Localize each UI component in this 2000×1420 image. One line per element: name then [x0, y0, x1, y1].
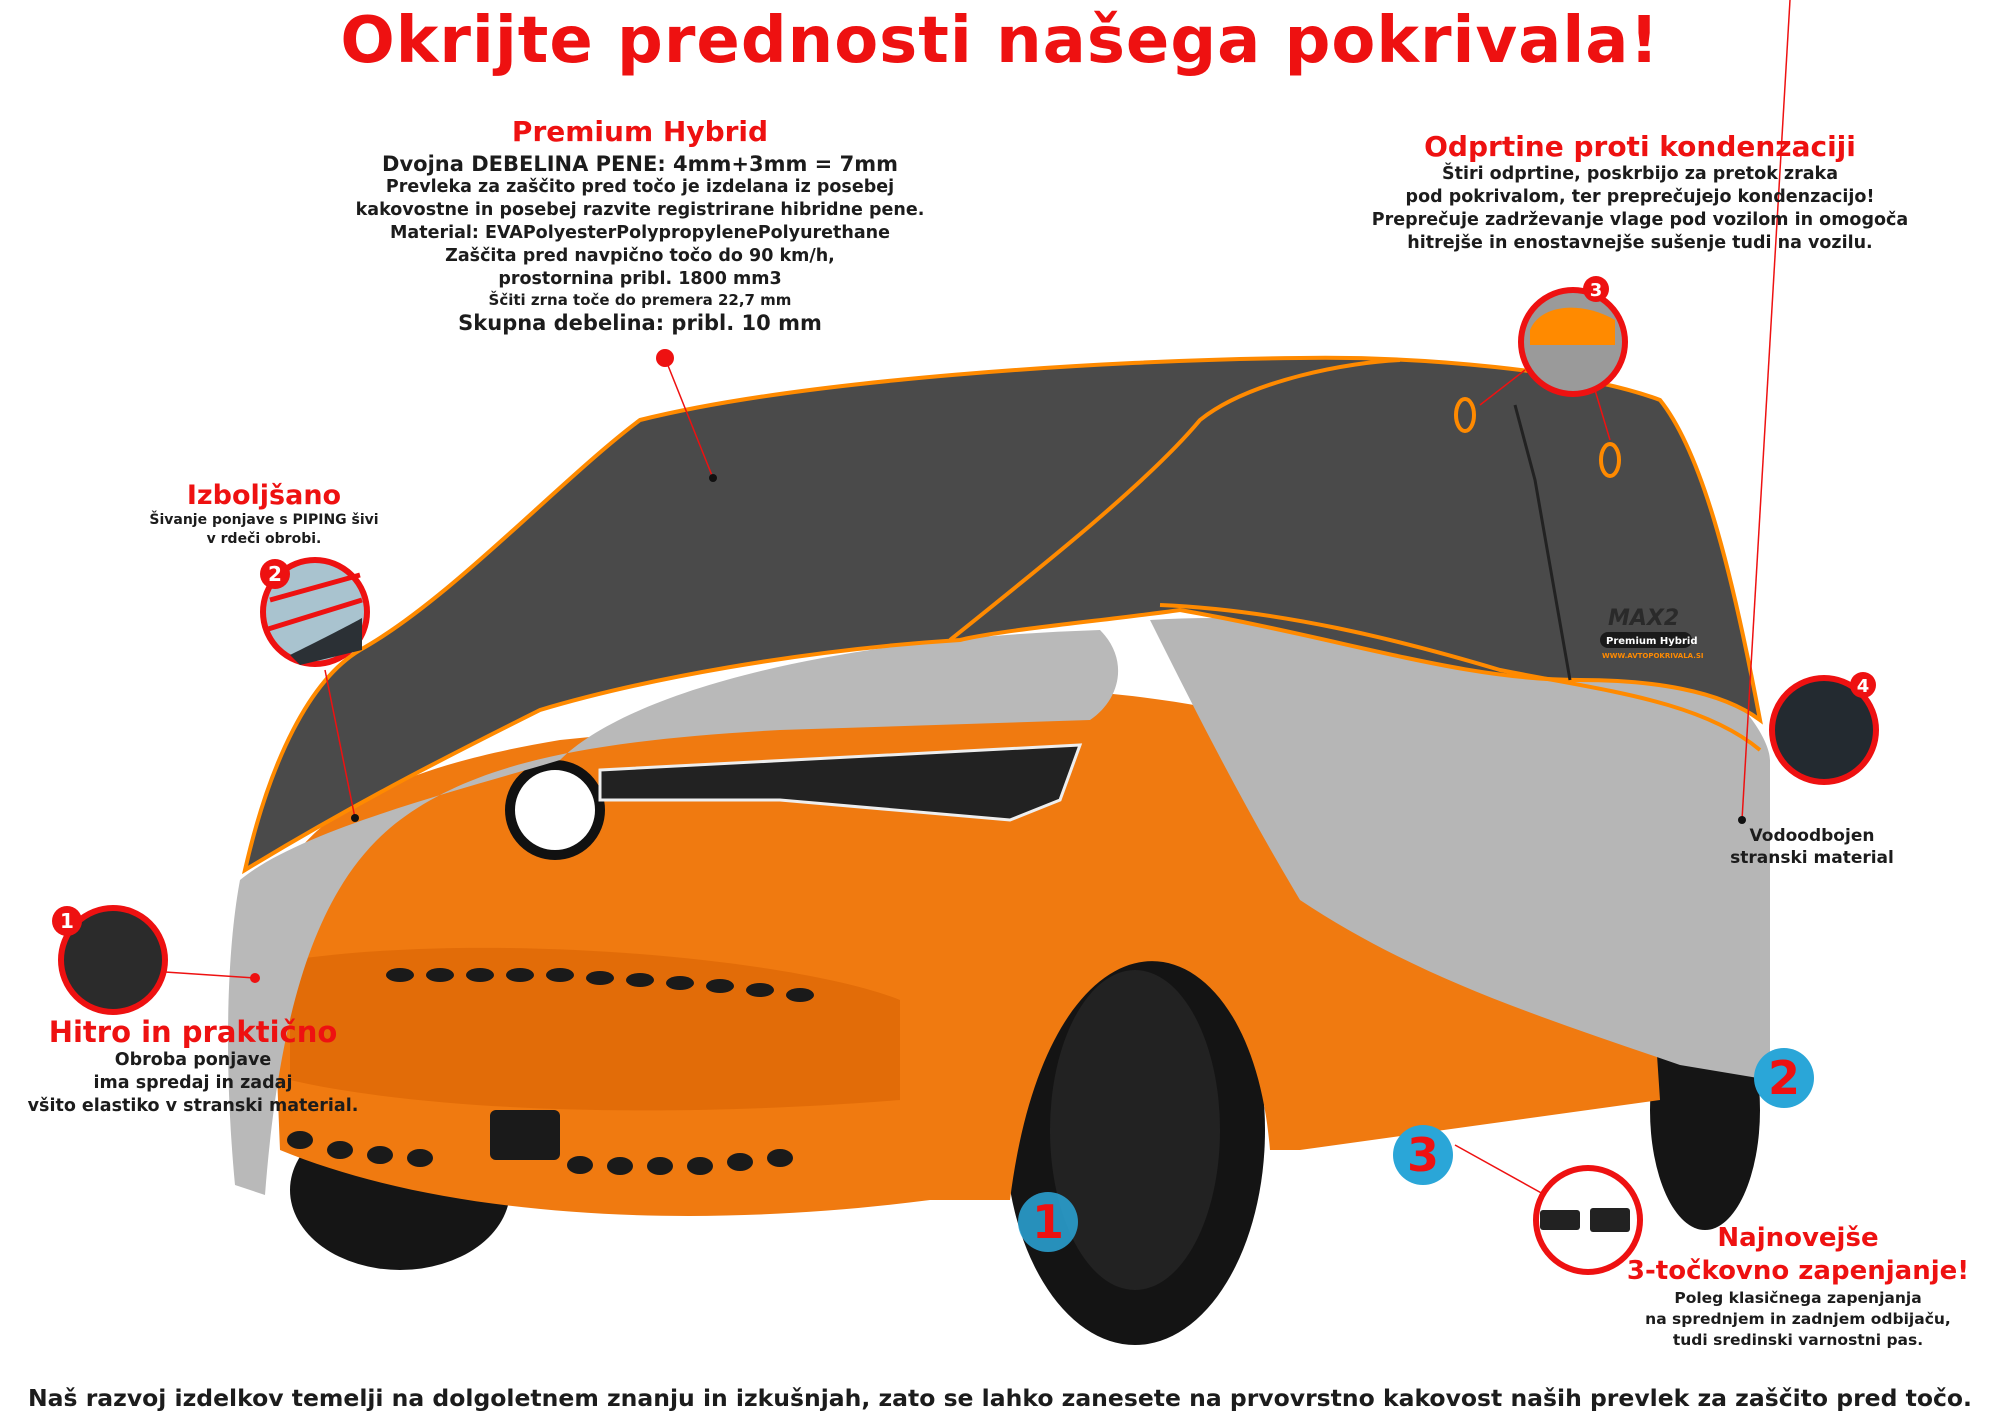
callout-heading: Hitro in praktično — [48, 1015, 338, 1049]
cover-front-side — [228, 630, 1119, 1195]
callout-text: Material: EVAPolyesterPolypropylenePolyu… — [390, 223, 890, 243]
svg-text:WWW.AVTOPOKRIVALA.SI: WWW.AVTOPOKRIVALA.SI — [1602, 652, 1704, 660]
callout-text: prostornina pribl. 1800 mm3 — [498, 269, 782, 289]
cover-side — [1150, 618, 1770, 1080]
callout-text: pod pokrivalom, ter preprečujejo kondenz… — [1405, 187, 1875, 207]
callout-text: Prevleka za zaščito pred točo je izdelan… — [385, 177, 895, 197]
strap-badge-3: 3 — [1393, 1125, 1453, 1185]
callout-text: ima spredaj in zadaj — [93, 1073, 293, 1093]
callout-text: Ščiti zrna toče do premera 22,7 mm — [488, 291, 792, 309]
callout-text: Dvojna DEBELINA PENE: 4mm+3mm = 7mm — [382, 152, 898, 176]
strap-badge-2: 2 — [1754, 1048, 1814, 1108]
callout-text: Obroba ponjave — [114, 1050, 272, 1070]
headlight-round — [505, 760, 605, 860]
page-title: Okrijte prednosti našega pokrivala! — [340, 4, 1660, 78]
callout-text: Zaščita pred navpično točo do 90 km/h, — [445, 246, 835, 266]
svg-text:Premium Hybrid: Premium Hybrid — [1606, 636, 1697, 647]
footer-text: Naš razvoj izdelkov temelji na dolgoletn… — [28, 1384, 1972, 1412]
waterproof-callout: Vodoodbojen stranski material — [1730, 825, 1894, 869]
strap-badge-1: 1 — [1018, 1192, 1078, 1252]
callout-heading: Odprtine proti kondenzaciji — [1424, 130, 1856, 163]
inset-piping-seam: 2 — [260, 557, 370, 667]
inset-vent: 3 — [1518, 276, 1628, 397]
inset-badge-1: 1 — [60, 909, 74, 933]
svg-text:1: 1 — [1032, 1195, 1064, 1249]
callout-text: Šivanje ponjave s PIPING šivi — [149, 512, 379, 528]
callout-text: Poleg klasičnega zapenjanja — [1674, 1289, 1922, 1307]
callout-text: Štiri odprtine, poskrbijo za pretok zrak… — [1441, 164, 1839, 184]
callout-heading: Najnovejše — [1717, 1223, 1879, 1253]
inset-buckle — [1533, 1165, 1643, 1275]
inset-badge-4: 4 — [1857, 676, 1870, 697]
callout-heading: 3-točkovno zapenjanje! — [1626, 1256, 1970, 1286]
inset-badge-3: 3 — [1590, 280, 1603, 301]
callout-heading: Izboljšano — [186, 480, 342, 511]
max2-logo: MAX2 Premium Hybrid WWW.AVTOPOKRIVALA.SI — [1600, 606, 1704, 660]
callout-heading: Premium Hybrid — [511, 115, 769, 148]
callout-text: kakovostne in posebej razvite registrira… — [355, 200, 925, 220]
callout-text: všito elastiko v stranski material. — [27, 1096, 359, 1116]
fastening-callout: Najnovejše 3-točkovno zapenjanje! Poleg … — [1627, 1222, 1969, 1351]
callout-text: Preprečuje zadrževanje vlage pod vozilom… — [1371, 210, 1909, 230]
callout-text: Skupna debelina: pribl. 10 mm — [458, 311, 822, 335]
callout-text: v rdeči obrobi. — [206, 531, 322, 547]
vent — [1454, 397, 1476, 433]
inset-badge-2: 2 — [268, 562, 282, 586]
vents-callout: Odprtine proti kondenzaciji Štiri odprti… — [1372, 130, 1908, 255]
quick-callout: Hitro in praktično Obroba ponjave ima sp… — [28, 1015, 359, 1118]
vent — [1599, 442, 1621, 478]
callout-text: Vodoodbojen — [1749, 826, 1875, 846]
callout-text: hitrejše in enostavnejše sušenje tudi na… — [1407, 233, 1873, 253]
callout-text: tudi sredinski varnostni pas. — [1672, 1331, 1924, 1349]
headlight — [598, 743, 1083, 822]
svg-text:MAX2: MAX2 — [1608, 606, 1679, 631]
improved-callout: Izboljšano Šivanje ponjave s PIPING šivi… — [149, 480, 378, 549]
svg-text:3: 3 — [1407, 1128, 1439, 1182]
svg-text:2: 2 — [1768, 1051, 1800, 1105]
cover-top — [242, 355, 1763, 875]
premium-hybrid-callout: Premium Hybrid Dvojna DEBELINA PENE: 4mm… — [356, 115, 925, 335]
callout-text: na sprednjem in zadnjem odbijaču, — [1645, 1310, 1951, 1328]
inset-elastic-hem: 1 — [52, 905, 168, 1015]
inset-side-material: 4 — [1769, 672, 1879, 785]
front-grille — [287, 968, 814, 1175]
callout-text: stranski material — [1730, 848, 1894, 868]
